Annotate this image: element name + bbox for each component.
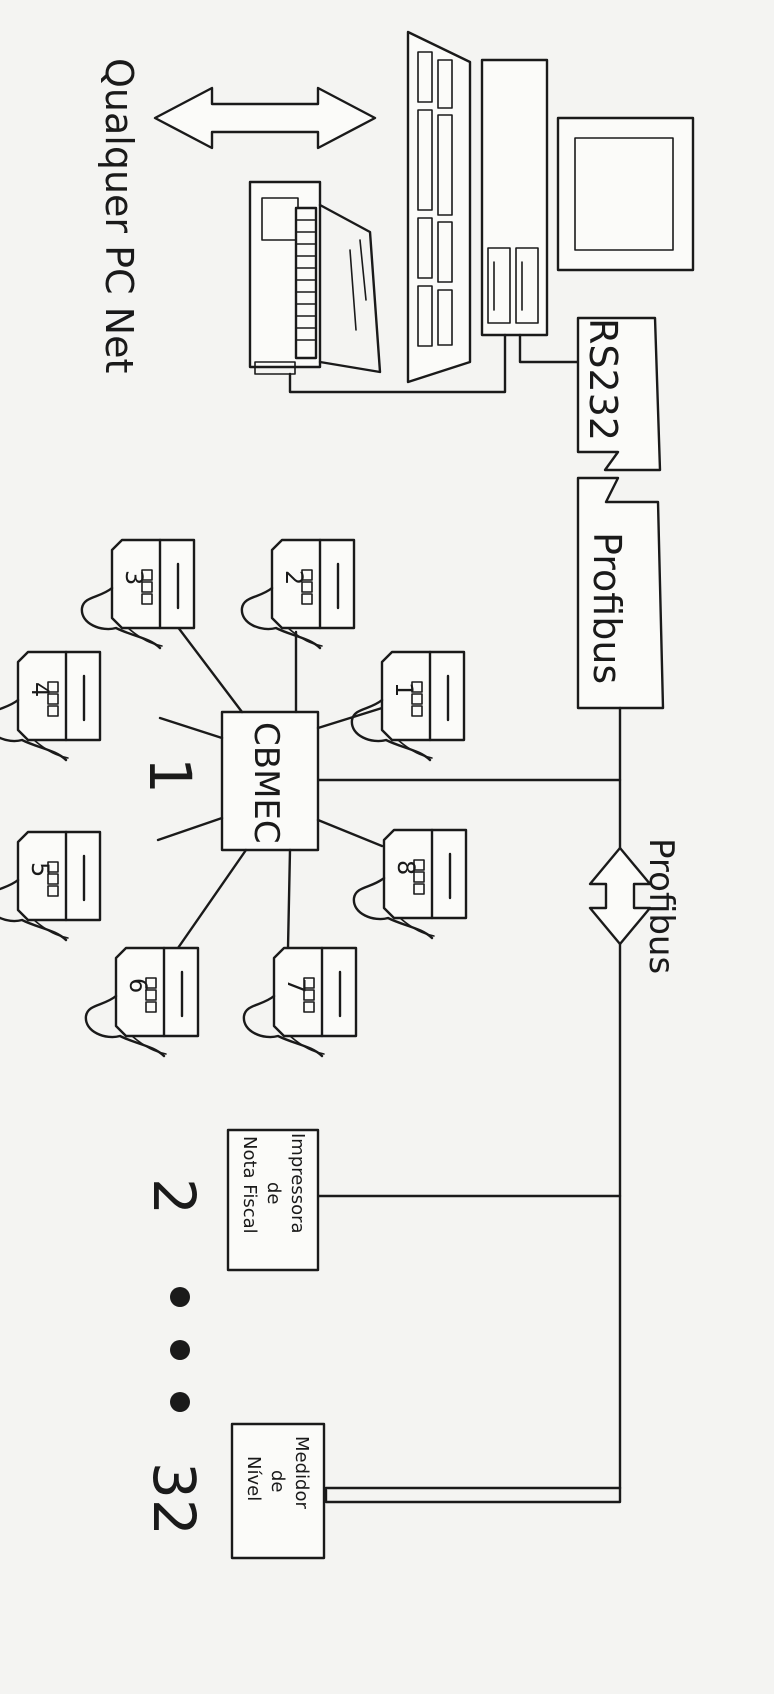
profibus-bus-label: Profibus (641, 838, 681, 974)
profibus-bus-double-arrow (588, 846, 652, 946)
pump-6: 6 (84, 946, 200, 1058)
pc-printer-icon (248, 180, 382, 375)
ellipsis-dots (170, 1287, 190, 1412)
printer-label-line-1: Impressora (287, 1133, 308, 1234)
level-meter-label-line-2: de (267, 1470, 288, 1493)
printer-cable (288, 333, 507, 394)
computer-case-icon (480, 58, 549, 337)
profibus-converter-label: Profibus (585, 532, 629, 684)
printer-label-line-3: Nota Fiscal (239, 1136, 260, 1234)
node-1-number: 1 (136, 757, 204, 794)
pump-3-number: 3 (120, 570, 148, 585)
pump-4: 4 (0, 650, 102, 762)
node-2-number: 2 (140, 1178, 208, 1215)
pump-2: 2 (240, 538, 356, 650)
keyboard-icon (406, 30, 472, 384)
pump-6-number: 6 (124, 978, 152, 993)
pump-7-number: 7 (282, 978, 310, 993)
pump-1: 1 (350, 650, 466, 762)
pump-2-number: 2 (280, 570, 308, 585)
pump-5: 5 (0, 830, 102, 942)
cbmec-box (220, 710, 320, 852)
rs232-label: RS232 (581, 318, 625, 441)
pump-spokes (156, 620, 384, 950)
pump-7: 7 (242, 946, 358, 1058)
pc-converter-cable (518, 333, 580, 364)
printer-box (226, 1128, 320, 1272)
level-meter-label-line-1: Medidor (291, 1436, 312, 1509)
profibus-converter-box (576, 476, 665, 710)
pump-1-number: 1 (390, 682, 418, 697)
node-32-number: 32 (140, 1462, 208, 1536)
pump-8: 8 (352, 828, 468, 940)
level-meter-box (230, 1422, 326, 1560)
printer-label-line-2: de (263, 1182, 284, 1205)
cbmec-label: CBMEC (246, 722, 286, 844)
pc-net-double-arrow (153, 86, 377, 150)
bus-bottom-stub (324, 1486, 622, 1504)
pump-8-number: 8 (392, 860, 420, 875)
pump-5-number: 5 (26, 862, 54, 877)
pump-3: 3 (80, 538, 196, 650)
pump-4-number: 4 (26, 682, 54, 697)
monitor-icon (556, 116, 695, 272)
rs232-converter-box (576, 316, 662, 472)
level-meter-label-line-3: Nível (243, 1456, 264, 1501)
pc-net-label: Qualquer PC Net (97, 58, 141, 373)
